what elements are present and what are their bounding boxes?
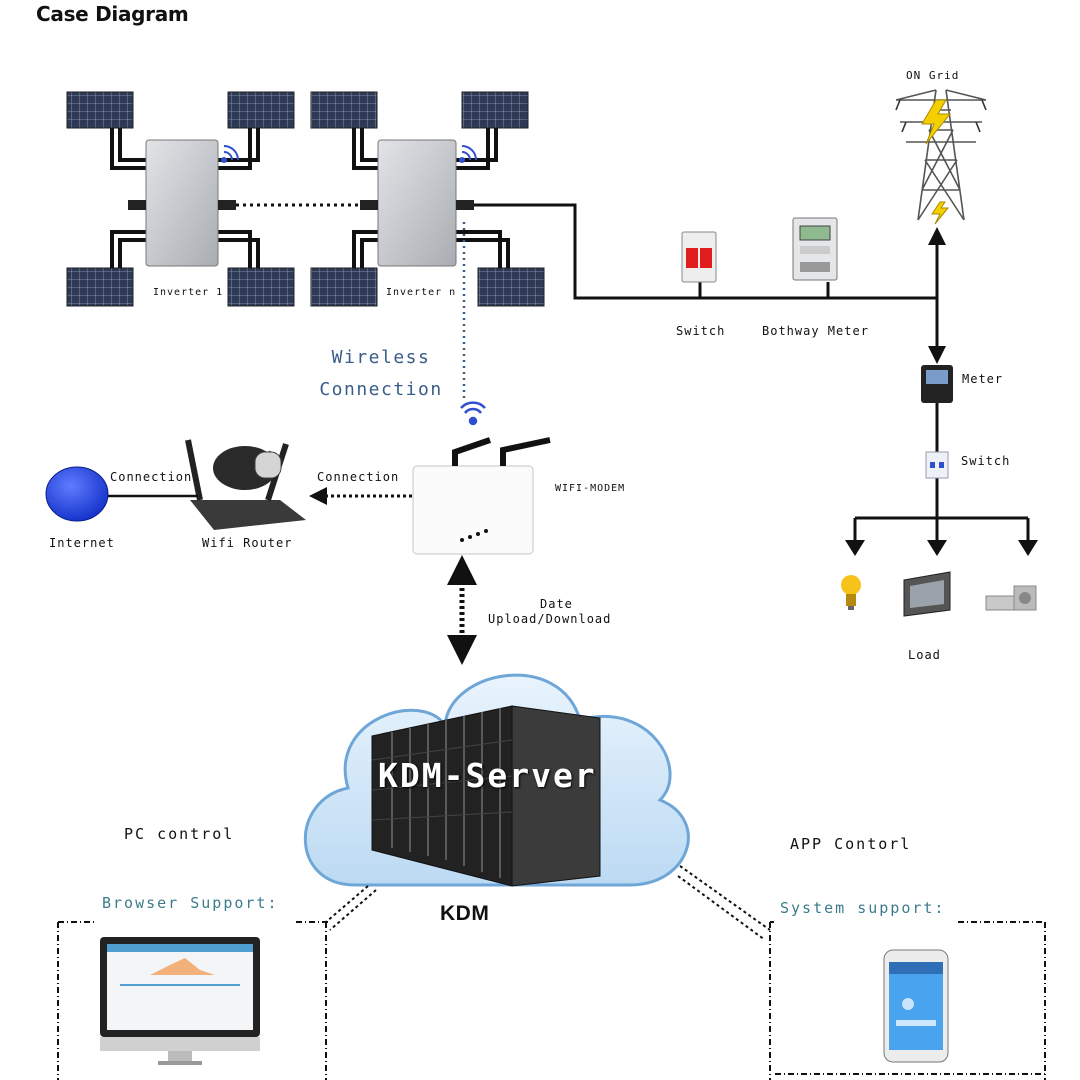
globe-icon	[45, 466, 109, 522]
switch-right-label: Switch	[961, 454, 1011, 468]
browser-support-box	[57, 921, 330, 1080]
solar-panel-icon	[461, 91, 529, 129]
modem-icon	[412, 437, 551, 555]
inverter-group-1	[66, 91, 295, 307]
solar-panel-icon	[227, 91, 295, 129]
wireless-connection-label: Wireless Connection	[318, 342, 444, 406]
router-icon	[185, 439, 306, 530]
pc-control-label: PC control	[124, 825, 235, 843]
system-support-label: System support:	[780, 899, 946, 917]
meter-icon	[921, 365, 953, 403]
app-link	[677, 865, 771, 941]
monitor-icon	[100, 937, 260, 1065]
solar-panel-icon	[66, 267, 134, 307]
wifi-signal-icon	[459, 145, 477, 163]
tv-icon	[903, 571, 951, 617]
load-label: Load	[908, 648, 941, 662]
system-support-box	[769, 921, 1046, 1080]
inverter-group-n	[310, 91, 545, 307]
on-grid-label: ON Grid	[906, 69, 960, 82]
solar-panel-icon	[310, 91, 378, 129]
wifi-signal-icon	[460, 401, 486, 426]
wifi-router-label: Wifi Router	[202, 536, 293, 550]
data-label-line-2: Upload/Download	[488, 612, 612, 626]
load-branches	[853, 505, 1030, 554]
server-rack-icon	[371, 705, 601, 887]
solar-panel-icon	[66, 91, 134, 129]
inverter-icon	[128, 139, 236, 267]
wireless-line-2: Connection	[319, 379, 443, 400]
page-title: Case Diagram	[36, 2, 189, 26]
meter-label: Meter	[962, 372, 1004, 386]
app-control-label: APP Contorl	[790, 835, 912, 853]
inverter-1-label: Inverter 1	[153, 287, 224, 298]
light-bulb-icon	[841, 575, 861, 610]
solar-panel-icon	[477, 267, 545, 307]
connection-left-label: Connection	[110, 470, 193, 484]
solar-panel-icon	[310, 267, 378, 307]
meter-icon	[792, 217, 838, 281]
switch-label: Switch	[676, 324, 726, 338]
circuit-breaker-icon	[925, 451, 949, 479]
inverter-icon	[360, 139, 474, 267]
circuit-breaker-icon	[681, 231, 717, 283]
browser-support-label: Browser Support:	[102, 894, 279, 912]
kdm-label: KDM	[440, 902, 490, 925]
kdm-server-label: KDM-Server	[378, 756, 597, 795]
solar-panel-icon	[227, 267, 295, 307]
air-conditioner-icon	[985, 585, 1037, 611]
wifi-modem-label: WIFI-MODEM	[555, 483, 626, 494]
transmission-tower-icon	[895, 89, 987, 225]
smartphone-icon	[883, 949, 949, 1063]
connection-right-label: Connection	[317, 470, 400, 484]
inverter-n-label: Inverter n	[386, 287, 457, 298]
internet-label: Internet	[49, 536, 115, 550]
wifi-signal-icon	[221, 145, 239, 163]
pc-link	[325, 885, 377, 931]
data-label-line-1: Date	[540, 597, 573, 611]
wireless-line-1: Wireless	[331, 347, 431, 368]
bothway-meter-label: Bothway Meter	[762, 324, 869, 338]
